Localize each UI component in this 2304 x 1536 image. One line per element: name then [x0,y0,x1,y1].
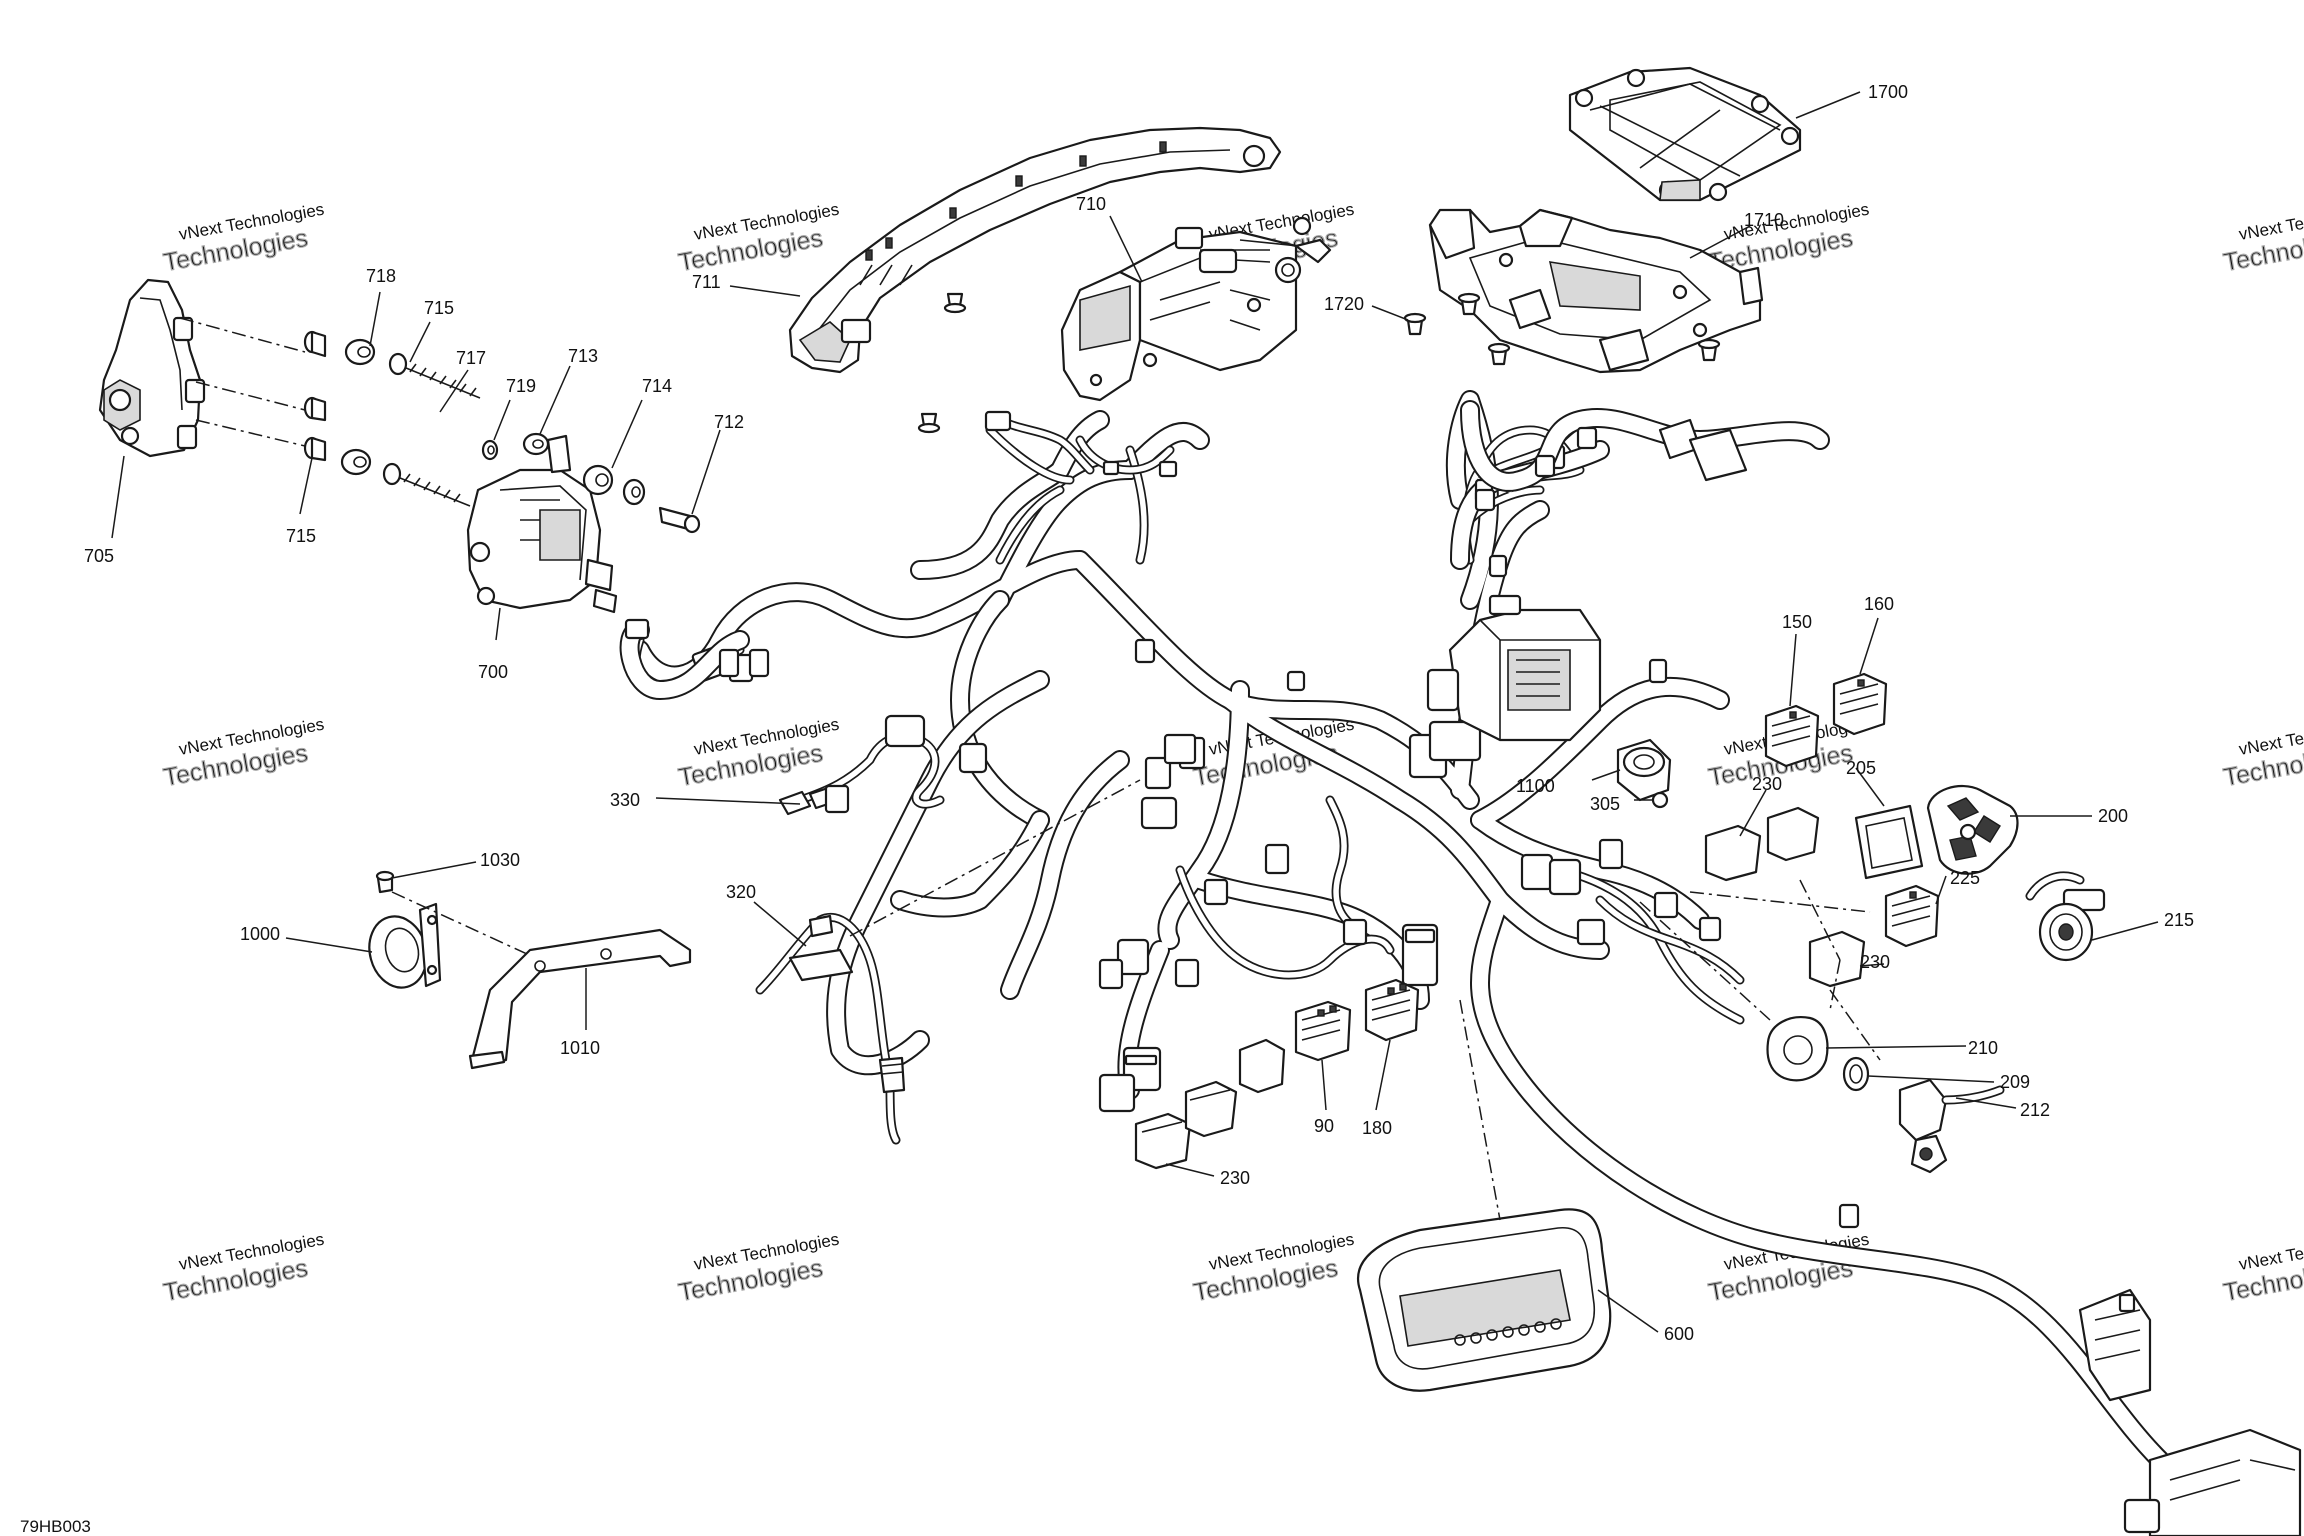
part-1100-key-switch [1616,738,1672,802]
part-1010-bracket [468,928,692,1070]
callout-712: 712 [714,412,744,432]
callout-1010: 1010 [560,1038,600,1058]
part-1030-screw [375,870,395,894]
callout-711: 711 [692,272,721,292]
diagram-reference: 79HB003 [20,1517,91,1536]
part-160-switch [1832,672,1888,736]
callout-1710: 1710 [1744,210,1784,230]
watermark: vNext Technologies Technologies [2221,715,2304,793]
callout-719: 719 [506,376,536,396]
callout-209: 209 [2000,1072,2030,1092]
part-230-blank-right-bottom [1808,930,1866,988]
watermark: vNext Technologies Technologies [676,200,841,278]
callout-718: 718 [366,266,396,286]
part-713-grommet [522,432,550,456]
part-305-small-part [1651,791,1669,809]
part-320-sensor [755,779,1141,1145]
callout-1720: 1720 [1324,294,1364,314]
dash-horn [391,891,541,961]
callout-715: 715 [424,298,454,318]
watermark: vNext Technologies Technologies [676,1230,841,1308]
callout-1030: 1030 [480,850,520,870]
part-90-switch [1294,1000,1352,1062]
part-215-usb-socket [2025,871,2106,962]
watermark: vNext Technologies Technologies [676,715,841,793]
part-1710-ecu-tray [1428,208,1764,374]
callout-700: 700 [478,662,508,682]
part-205-frame [1854,804,1924,880]
callout-210: 210 [1968,1038,1998,1058]
part-225-switch [1884,884,1940,948]
callout-713: 713 [568,346,598,366]
watermark: vNext Technologies Technologies [161,1230,326,1308]
callout-1700: 1700 [1868,82,1908,102]
screws-711 [917,292,967,434]
callout-320: 320 [726,882,756,902]
callout-1000: 1000 [240,924,280,944]
callout-1100: 1100 [1516,776,1555,796]
callout-labels: 705 718 715 717 719 713 714 712 715 700 … [84,82,2194,1344]
callout-230: 230 [1752,774,1782,794]
callout-330: 330 [610,790,640,810]
callout-714: 714 [642,376,672,396]
callout-90: 90 [1314,1116,1334,1136]
main-wiring-harness [630,390,2302,1536]
part-700-module [466,434,618,614]
leader-lines [111,91,2159,1333]
part-705-module [98,278,206,458]
callout-710: 710 [1076,194,1106,214]
watermark: vNext Technologies Technologies [161,200,326,278]
watermark: vNext Technologies Technologies [2221,200,2304,278]
ecu-connector [1460,400,1830,512]
dash-lines-705 [179,317,306,447]
part-200-control-pad [1926,785,2019,875]
part-1720-screws [1403,292,1721,366]
watermark: vNext Technologies Technologies [1191,1230,1356,1308]
callout-205: 205 [1846,758,1876,778]
callout-715: 715 [286,526,316,546]
part-710-module-bracket [1060,216,1332,402]
part-714-spacer [582,464,646,506]
part-209-ring [1842,1056,1870,1092]
callout-200: 200 [2098,806,2128,826]
callout-305: 305 [1590,794,1620,814]
part-230-blank-right-top [1704,806,1820,882]
callout-705: 705 [84,546,114,566]
callout-230: 230 [1220,1168,1250,1188]
dash-lines-right [1639,879,1881,1061]
part-600-display [1357,999,1612,1392]
part-330-sensor [778,714,988,816]
watermark: vNext Technologies Technologies [2221,1230,2304,1308]
part-1000-horn [368,902,442,989]
watermark: vNext Technologies Technologies [161,715,326,793]
harness-700-branch [619,618,770,700]
callout-160: 160 [1864,594,1894,614]
part-212-plug [1898,1078,2005,1174]
callout-600: 600 [1664,1324,1694,1344]
callout-225: 225 [1950,868,1980,888]
callout-717: 717 [456,348,486,368]
bolts-715-718 [303,330,327,462]
washer-719 [481,439,499,461]
callout-230: 230 [1860,952,1890,972]
part-712-bolt [658,506,701,534]
callout-212: 212 [2020,1100,2050,1120]
part-150-switch [1764,704,1820,768]
connectors-710 [984,410,1178,478]
callout-180: 180 [1362,1118,1392,1138]
part-230-blank-left [1134,1038,1286,1170]
bolts-717 [382,352,481,507]
callout-215: 215 [2164,910,2194,930]
callout-150: 150 [1782,612,1812,632]
part-1700-ecu-cover [1568,66,1802,202]
fuse-box [1426,594,1602,742]
upper-harness [985,425,1149,565]
grommets-718 [340,338,376,476]
part-711-harness-bracket [788,126,1282,374]
part-210-socket [1766,1016,1829,1082]
part-180-switch [1364,978,1420,1042]
